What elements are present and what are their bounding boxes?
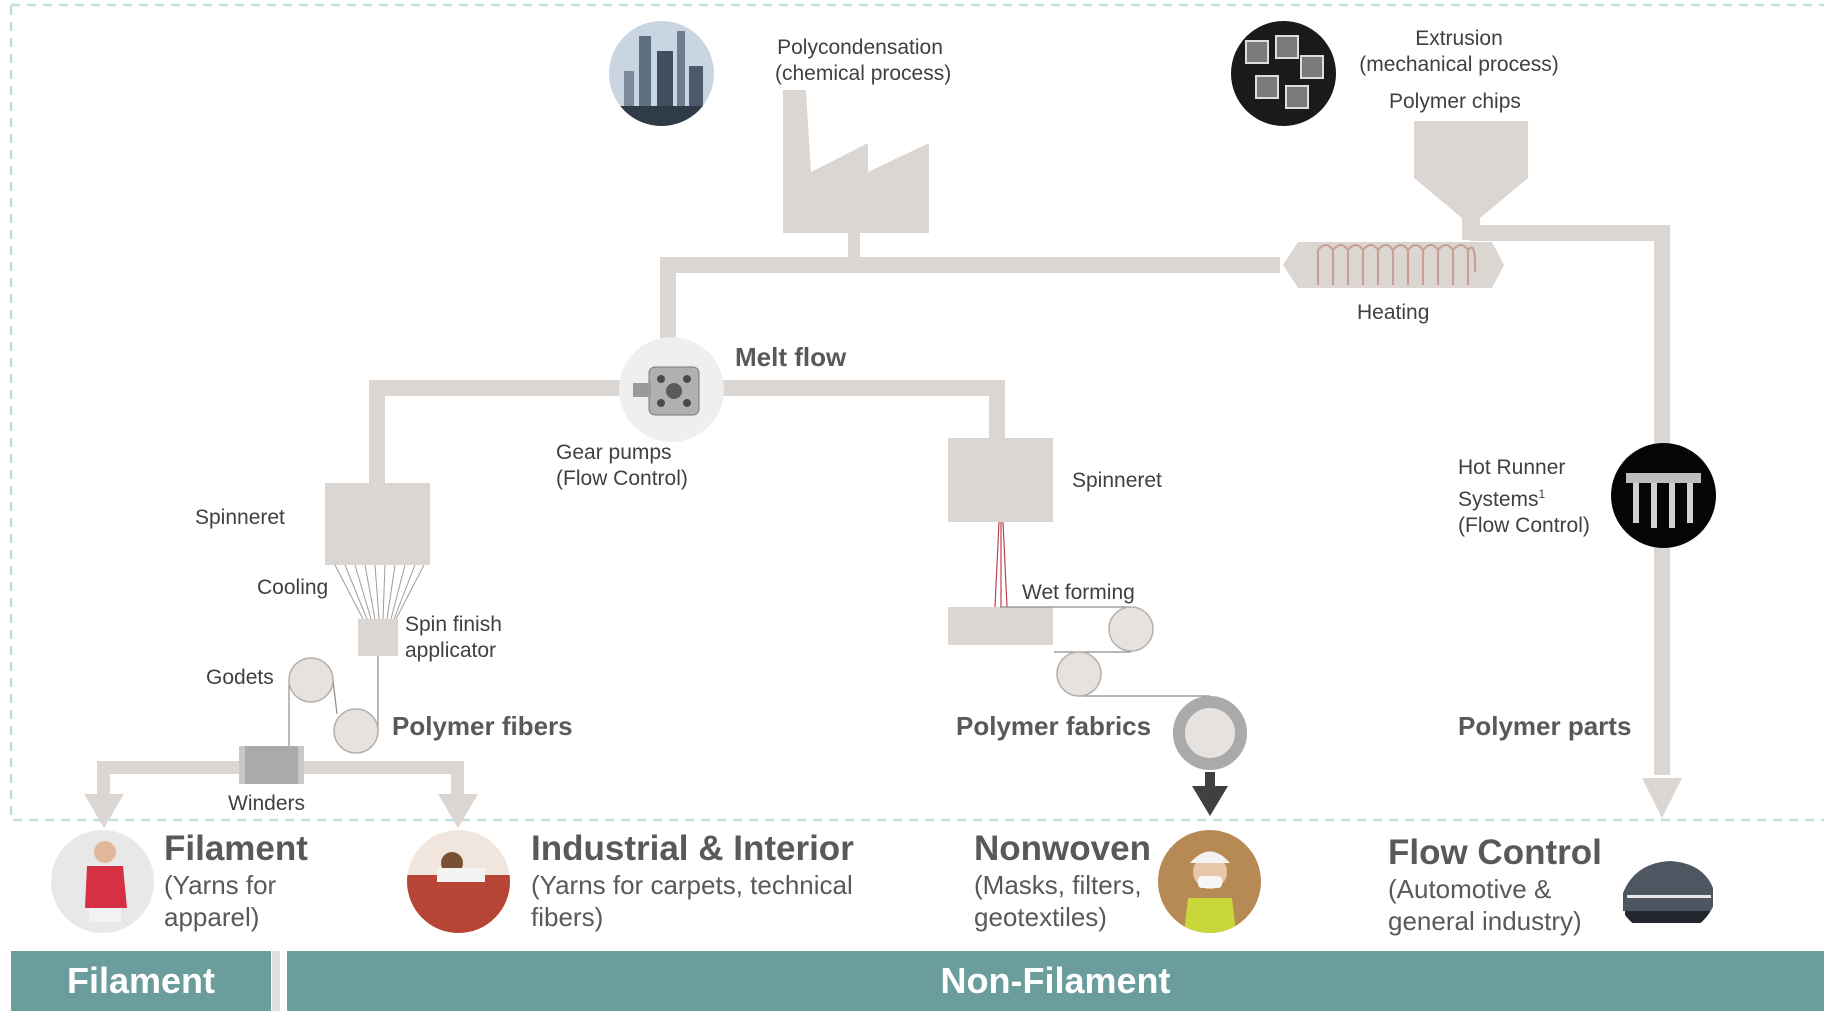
flow-control-category-title: Flow Control xyxy=(1388,833,1602,872)
extrusion-label: Extrusion (mechanical process) xyxy=(1359,27,1559,76)
wet-forming-belt xyxy=(948,607,1053,645)
arrow-flow-control xyxy=(1642,778,1682,818)
pipe-right-horizontal xyxy=(1470,225,1670,241)
polymer-parts-label: Polymer parts xyxy=(1458,711,1632,741)
refinery-photo xyxy=(609,21,714,126)
spinneret-left-label: Spinneret xyxy=(195,506,285,529)
arrow-filament xyxy=(84,794,124,828)
nonwoven-category-title: Nonwoven xyxy=(974,829,1151,868)
filament-banner: Filament xyxy=(11,951,271,1011)
filament-runner-photo xyxy=(51,830,154,933)
arrow-nonwoven xyxy=(1192,786,1228,816)
industrial-category-description: (Yarns for carpets, technical fibers) xyxy=(531,870,853,932)
nonwoven-category-description: (Masks, filters, geotextiles) xyxy=(974,870,1142,932)
fabric-roll xyxy=(1173,696,1247,770)
cooling-fibers xyxy=(334,564,425,620)
winder-spool xyxy=(243,746,299,784)
hot-runner-photo xyxy=(1611,443,1716,548)
nonwoven-worker-photo xyxy=(1158,830,1261,933)
pipe-left-down xyxy=(369,380,385,484)
filament-category-title: Filament xyxy=(164,829,308,868)
roller-lower xyxy=(1056,651,1102,697)
industrial-interior-photo xyxy=(407,830,510,933)
winders-left-drop xyxy=(97,761,110,794)
hot-runner-footnote: 1 xyxy=(1538,487,1546,501)
process-frame xyxy=(9,3,1824,822)
wet-forming-label: Wet forming xyxy=(1022,581,1135,604)
extrusion-profile-photo xyxy=(1231,21,1336,126)
hopper-icon xyxy=(1414,121,1528,240)
spinneret-right-label: Spinneret xyxy=(1072,469,1162,492)
spin-finish-label: Spin finish applicator xyxy=(405,613,502,662)
car-photo xyxy=(1615,833,1718,936)
polycondensation-label: Polycondensation (chemical process) xyxy=(775,36,952,85)
spin-finish-block xyxy=(358,619,398,656)
polymer-chips-label: Polymer chips xyxy=(1389,90,1521,113)
banner-divider xyxy=(272,951,280,1011)
godet-lower xyxy=(333,708,379,754)
industrial-category-title: Industrial & Interior xyxy=(531,829,854,868)
polymer-fabrics-label: Polymer fabrics xyxy=(956,711,1152,741)
godet-upper xyxy=(288,657,334,703)
flow-control-category-description: (Automotive & general industry) xyxy=(1388,874,1582,936)
cooling-label: Cooling xyxy=(257,576,329,599)
gear-pump-photo xyxy=(619,337,724,442)
pipe-to-gear-pump xyxy=(660,257,676,347)
melt-flow-label: Melt flow xyxy=(735,342,847,372)
arrow-industrial xyxy=(438,794,478,828)
factory-icon xyxy=(783,90,929,233)
spinneret-left-block xyxy=(325,483,430,565)
hot-runner-label: Hot Runner Systems1 (Flow Control) xyxy=(1458,456,1590,537)
polymer-fibers-label: Polymer fibers xyxy=(392,711,573,741)
pipe-right-vertical-bottom xyxy=(1654,545,1670,775)
non-filament-banner: Non-Filament xyxy=(287,951,1824,1011)
winders-label: Winders xyxy=(228,792,306,815)
pipe-right-down xyxy=(989,380,1005,440)
spinneret-right-block xyxy=(948,438,1053,522)
roller-upper xyxy=(1108,606,1154,652)
heating-coil xyxy=(1316,243,1477,285)
pipe-right-vertical-top xyxy=(1654,225,1670,448)
main-pipe xyxy=(660,257,1280,273)
gear-pumps-label: Gear pumps (Flow Control) xyxy=(556,441,688,490)
factory-stem xyxy=(848,230,860,264)
heating-label: Heating xyxy=(1357,301,1430,324)
godets-label: Godets xyxy=(206,666,274,689)
winders-right-drop xyxy=(451,761,464,794)
filament-category-description: (Yarns for apparel) xyxy=(164,870,277,932)
